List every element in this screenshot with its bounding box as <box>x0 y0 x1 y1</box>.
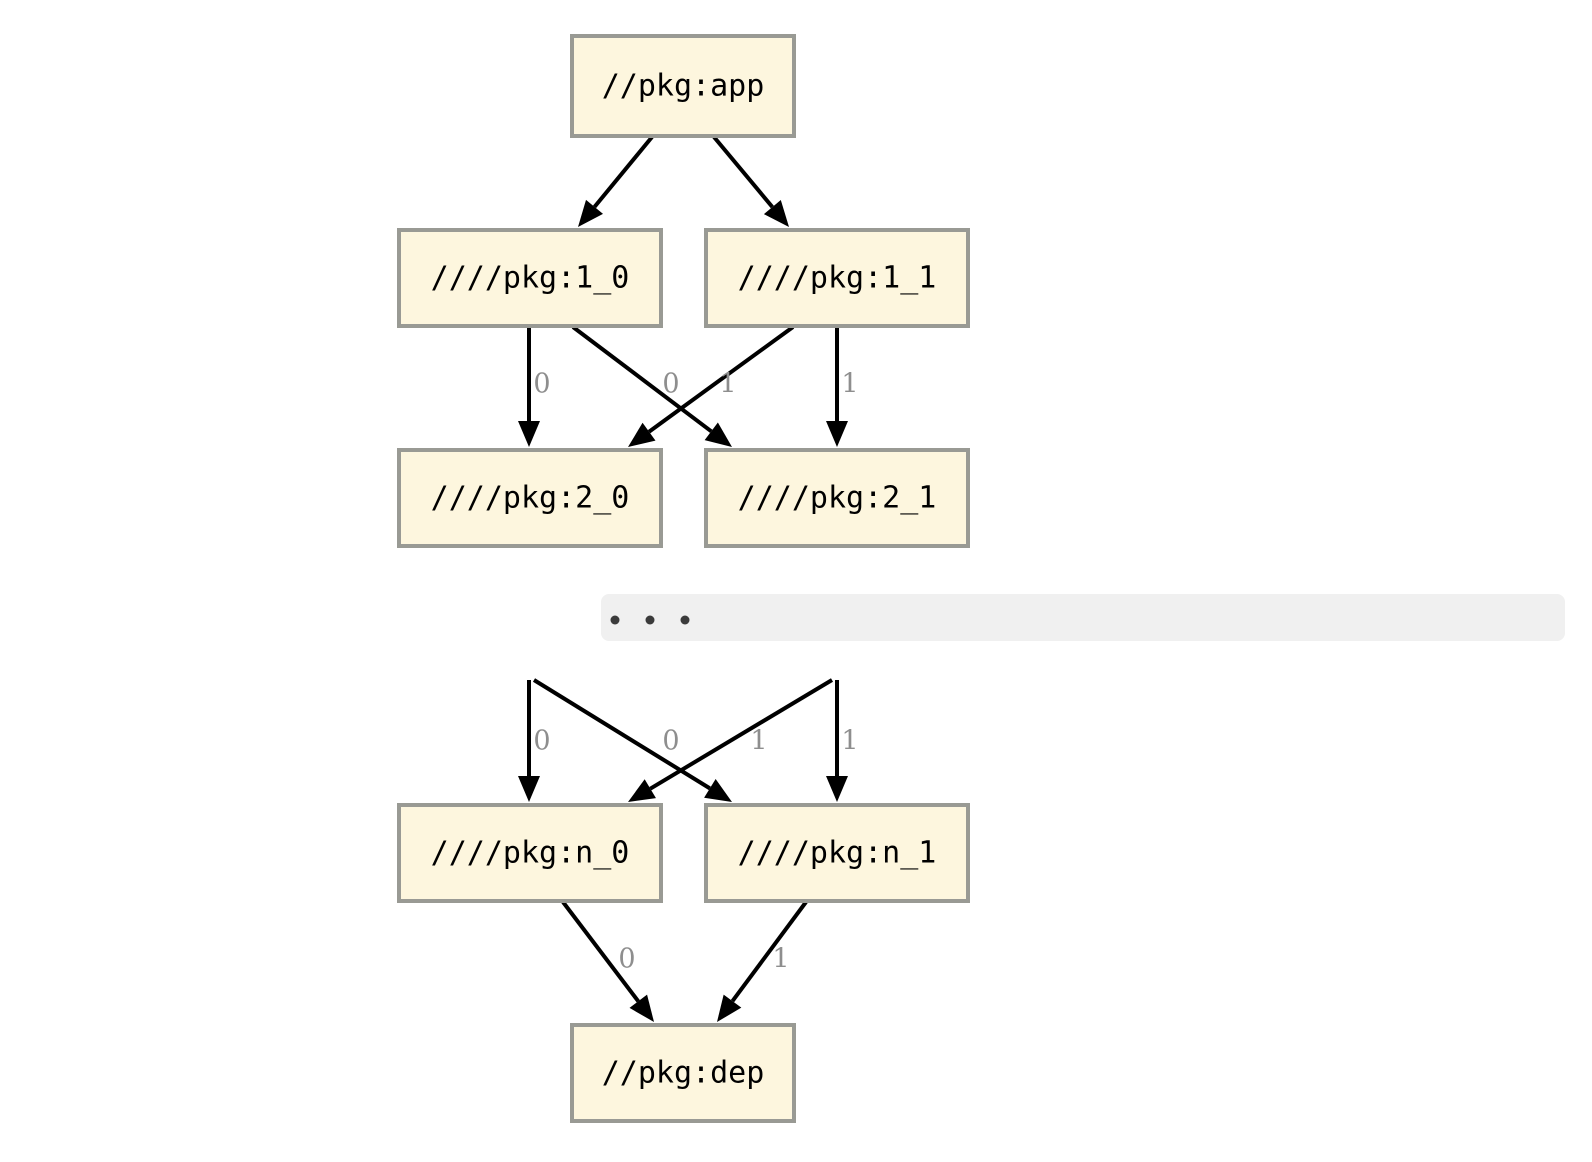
node-label: ////pkg:1_0 <box>431 261 630 296</box>
edge-label: 0 <box>662 726 679 757</box>
edge-label: 1 <box>841 369 858 400</box>
edge-arrowhead <box>578 199 604 227</box>
graph-edge: 1 <box>826 680 859 802</box>
node-box[interactable] <box>397 228 663 328</box>
graph-edge: 0 <box>518 680 551 802</box>
node-box[interactable] <box>397 803 663 903</box>
ellipsis-dot <box>610 615 620 625</box>
graph-node-n1_1[interactable]: ////pkg:1_1 <box>704 228 970 328</box>
graph-edge: 1 <box>628 325 795 447</box>
edge-arrowhead <box>717 994 742 1022</box>
edge-arrowhead <box>826 421 848 447</box>
edge-arrowhead <box>518 776 540 802</box>
graph-edge: 1 <box>717 900 808 1022</box>
edge-arrowhead <box>704 422 732 447</box>
node-box[interactable] <box>570 1023 796 1123</box>
edge-label: 1 <box>750 726 767 757</box>
edge-arrowhead <box>628 779 656 802</box>
ellipsis-dot <box>680 615 690 625</box>
graph-edge <box>578 135 654 227</box>
edge-label: 1 <box>772 944 789 975</box>
graph-edge: 0 <box>571 325 732 447</box>
ellipsis-band-background <box>601 594 1565 641</box>
edge-label: 0 <box>662 369 679 400</box>
edge-line <box>647 325 795 434</box>
edge-label: 0 <box>618 944 635 975</box>
edge-arrowhead <box>763 199 789 227</box>
ellipsis-dot <box>645 615 655 625</box>
edge-line <box>730 900 808 1003</box>
edge-arrowhead <box>518 421 540 447</box>
graph-node-app[interactable]: //pkg:app <box>570 34 796 138</box>
edges-layer: 0 0 1 1 0 0 1 1 0 1 <box>518 135 859 1022</box>
edge-line <box>561 900 640 1003</box>
edge-label: 1 <box>841 726 858 757</box>
edge-line <box>571 325 713 433</box>
node-box[interactable] <box>704 228 970 328</box>
nodes-layer: //pkg:app ////pkg:1_0 ////pkg:1_1 ////pkg:2… <box>397 34 970 1123</box>
graph-node-n2_0[interactable]: ////pkg:2_0 <box>397 448 663 548</box>
node-label: //pkg:dep <box>602 1056 765 1091</box>
edge-line <box>592 135 654 209</box>
edge-arrowhead <box>704 778 732 802</box>
edge-label: 0 <box>533 369 550 400</box>
edge-line <box>649 678 834 791</box>
ellipsis-layer <box>601 594 1565 641</box>
edge-arrowhead <box>629 994 654 1022</box>
node-label: ////pkg:1_1 <box>738 261 937 296</box>
truncated-levels-indicator <box>601 594 1565 641</box>
graph-edge: 0 <box>532 678 732 802</box>
node-label: ////pkg:n_0 <box>431 836 630 871</box>
edge-arrowhead <box>628 422 656 447</box>
graph-node-dep[interactable]: //pkg:dep <box>570 1023 796 1123</box>
edge-line <box>532 678 711 791</box>
graph-edge: 0 <box>561 900 654 1022</box>
graph-edge: 1 <box>628 678 834 802</box>
node-box[interactable] <box>570 34 796 138</box>
node-label: //pkg:app <box>602 69 765 104</box>
node-box[interactable] <box>397 448 663 548</box>
graph-node-n1_0[interactable]: ////pkg:1_0 <box>397 228 663 328</box>
graph-node-nn_1[interactable]: ////pkg:n_1 <box>704 803 970 903</box>
node-label: ////pkg:2_0 <box>431 481 630 516</box>
graph-node-nn_0[interactable]: ////pkg:n_0 <box>397 803 663 903</box>
graph-edge <box>712 135 789 227</box>
node-label: ////pkg:n_1 <box>738 836 937 871</box>
graph-node-n2_1[interactable]: ////pkg:2_1 <box>704 448 970 548</box>
graph-edge: 1 <box>826 327 859 447</box>
edge-line <box>712 135 774 209</box>
edge-label: 1 <box>719 369 736 400</box>
node-box[interactable] <box>704 803 970 903</box>
edge-label: 0 <box>533 726 550 757</box>
node-label: ////pkg:2_1 <box>738 481 937 516</box>
node-box[interactable] <box>704 448 970 548</box>
graph-edge: 0 <box>518 327 551 447</box>
edge-arrowhead <box>826 776 848 802</box>
